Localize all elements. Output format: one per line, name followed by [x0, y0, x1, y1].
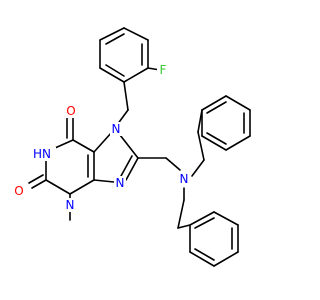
atom-labels: F O O HN N N N N: [12, 63, 190, 212]
phenyl-ring-upper: [197, 95, 251, 151]
oxygen-top-label: O: [66, 104, 75, 118]
amine-ch2a-bond: [191, 159, 205, 177]
n9-label: N: [116, 176, 125, 190]
ch2a-phenyl-bond: [197, 131, 205, 161]
fluorophenyl-ring: [99, 27, 149, 83]
phenyl-ring-lower: [177, 211, 239, 267]
amine-n-label: N: [180, 172, 189, 186]
oxygen-left-label: O: [14, 184, 23, 198]
molecule-diagram: F O O HN N N N N: [12, 27, 251, 267]
molecule-structure: F O O HN N N N N: [12, 27, 251, 267]
benzyl-ch2-bond: [123, 81, 129, 111]
ch2b-phenyl-bond: [177, 199, 185, 229]
n3-label: N: [66, 198, 75, 212]
n7-label: N: [112, 122, 121, 136]
nh-label: HN: [33, 147, 51, 161]
ch2-amine-bond: [165, 157, 181, 171]
fluorine-label: F: [160, 63, 167, 77]
